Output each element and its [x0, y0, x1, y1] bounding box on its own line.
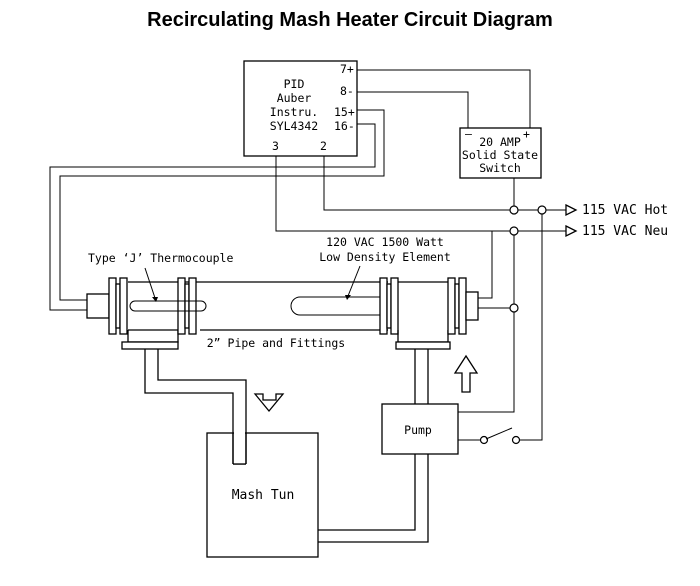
- right-tee-flange-a: [379, 277, 388, 335]
- outlet-pipe-inner: [157, 349, 247, 464]
- solid-state-switch: 20 AMP Solid State Switch – +: [459, 127, 542, 179]
- element-label-line1: 120 VAC 1500 Watt: [326, 235, 444, 249]
- power-hot-label: 115 VAC Hot: [582, 203, 668, 218]
- power-inputs: 115 VAC Hot 115 VAC Neu: [565, 203, 668, 239]
- pump-box: [381, 403, 459, 455]
- right-tee-flange-b: [390, 277, 399, 335]
- left-flange-a: [108, 277, 117, 335]
- pid-box: [243, 60, 358, 157]
- wire-thermocouple-15: [59, 109, 385, 301]
- pid-controller: PID Auber Instru. SYL4342 7+ 8- 15+ 16- …: [243, 60, 358, 157]
- node-neu-1: [509, 226, 519, 236]
- ssr-label-line1: 20 AMP: [479, 135, 521, 149]
- node-element-neu: [509, 303, 519, 313]
- neu-arrow-icon: [565, 224, 578, 238]
- wire-pid3-neu: [275, 156, 514, 232]
- wire-thermocouple-16: [49, 123, 376, 311]
- element-terminal-block: [465, 291, 479, 321]
- pid-terminal-8: 8-: [340, 84, 354, 98]
- connection-nodes: [479, 205, 547, 445]
- outlet-pipe-outer: [144, 349, 234, 464]
- pid-label-line3: Instru.: [270, 105, 318, 119]
- pipe-label: 2” Pipe and Fittings: [207, 336, 345, 350]
- pid-label-line4: SYL4342: [270, 119, 318, 133]
- thermocouple-label: Type ‘J’ Thermocouple: [88, 251, 233, 265]
- pid-label-line1: PID: [284, 77, 305, 91]
- wire-pid7-ssr-plus: [357, 69, 531, 128]
- ssr-box: [459, 127, 542, 179]
- wiring: [49, 69, 566, 441]
- thermocouple-plug: [86, 293, 110, 319]
- pid-terminal-2: 2: [320, 139, 327, 153]
- ssr-label-line3: Switch: [479, 161, 521, 175]
- element-leader: [347, 265, 361, 297]
- right-tee-body: [397, 330, 449, 343]
- hot-arrow-icon: [565, 203, 578, 217]
- left-tee-flange-b: [188, 277, 197, 335]
- pid-terminal-15: 15+: [334, 105, 355, 119]
- right-flange-b: [458, 277, 467, 335]
- left-tee-body: [127, 330, 179, 343]
- thermocouple-leader-arrow-icon: [152, 297, 158, 302]
- node-switch-b: [511, 435, 521, 445]
- flow-down-arrow-icon: [253, 393, 285, 413]
- pid-terminal-16: 16-: [334, 119, 355, 133]
- pid-terminal-7: 7+: [340, 62, 354, 76]
- right-flange-a: [447, 277, 456, 335]
- flow-up-arrow-icon: [453, 354, 479, 393]
- left-tee-flange-a: [177, 277, 186, 335]
- left-tee-bottom-flange: [121, 341, 179, 350]
- node-switch-a: [479, 435, 489, 445]
- thermocouple-probe: [129, 300, 207, 312]
- ssr-minus-terminal: –: [465, 127, 472, 141]
- element-leader-arrow-icon: [345, 295, 351, 300]
- outlet-pipe-in-tun-mask: [234, 430, 245, 464]
- return-pipe-inner: [318, 454, 429, 543]
- pid-label-line2: Auber: [277, 91, 312, 105]
- plumbing: Pump Mash Tun: [144, 349, 479, 558]
- mash-tun-label: Mash Tun: [232, 488, 295, 503]
- wire-pump-neu: [458, 312, 515, 413]
- pump-switch-blade: [485, 427, 513, 440]
- return-pipe-outer: [318, 454, 416, 531]
- pid-terminal-3: 3: [272, 139, 279, 153]
- diagram-title: Recirculating Mash Heater Circuit Diagra…: [147, 9, 553, 31]
- wire-pid8-ssr-minus: [357, 91, 469, 128]
- node-hot-1: [509, 205, 519, 215]
- heating-element: [290, 296, 388, 316]
- mash-tun-box: [206, 432, 319, 558]
- heater-assembly: Type ‘J’ Thermocouple 120 VAC 1500 Watt …: [86, 235, 479, 350]
- right-tee-bottom-flange: [395, 341, 451, 350]
- element-label-line2: Low Density Element: [319, 250, 451, 264]
- left-flange-b: [119, 277, 128, 335]
- wire-switch-hot: [520, 214, 543, 441]
- thermocouple-leader: [144, 267, 156, 299]
- wire-element-hot: [478, 231, 493, 299]
- pump-label: Pump: [404, 423, 432, 437]
- wire-pid2-hot: [323, 156, 514, 211]
- power-neu-label: 115 VAC Neu: [582, 224, 668, 239]
- ssr-plus-terminal: +: [523, 127, 530, 141]
- node-hot-2: [537, 205, 547, 215]
- ssr-label-line2: Solid State: [462, 148, 538, 162]
